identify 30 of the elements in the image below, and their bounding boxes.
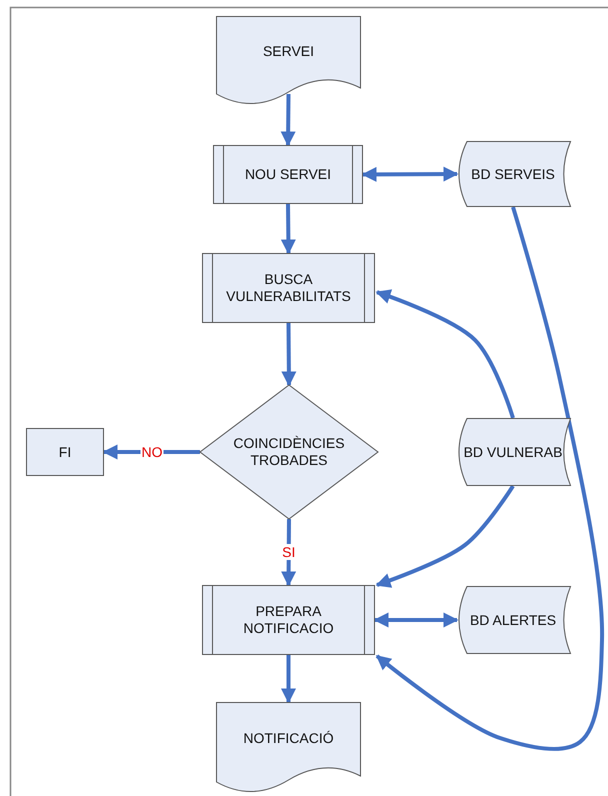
node-text: NOTIFICACIÓ — [242, 730, 335, 746]
arrow — [281, 655, 296, 704]
edge-label: SI — [281, 544, 296, 560]
node-text: BD VULNERAB — [462, 444, 564, 460]
node-text: PREPARA NOTIFICACIO — [242, 603, 335, 637]
edge-label: NO — [140, 444, 164, 460]
node-text: BD ALERTES — [468, 612, 558, 628]
arrow — [280, 94, 296, 146]
process-box — [202, 253, 375, 323]
node-text: BUSCA VULNERABILITATS — [225, 271, 352, 305]
arrow — [281, 322, 296, 386]
node-text: COINCIDÈNCIES TROBADES — [232, 435, 346, 469]
arrow — [281, 518, 296, 586]
arrow — [376, 289, 515, 419]
arrow — [280, 204, 296, 254]
arrow — [376, 484, 515, 588]
end-box — [26, 428, 104, 476]
node-text: FI — [58, 444, 72, 460]
arrow — [362, 166, 458, 182]
decision-diamond — [200, 385, 378, 519]
arrow — [102, 444, 200, 460]
arrow — [374, 612, 458, 628]
document-shape — [216, 702, 361, 792]
node-text: SERVEI — [262, 42, 316, 60]
node-text: BD SERVEIS — [470, 166, 556, 182]
process-box — [202, 585, 375, 655]
process-box — [213, 145, 363, 204]
node-text: NOU SERVEI — [244, 166, 332, 183]
document-shape — [216, 16, 361, 104]
arrow — [376, 206, 604, 751]
